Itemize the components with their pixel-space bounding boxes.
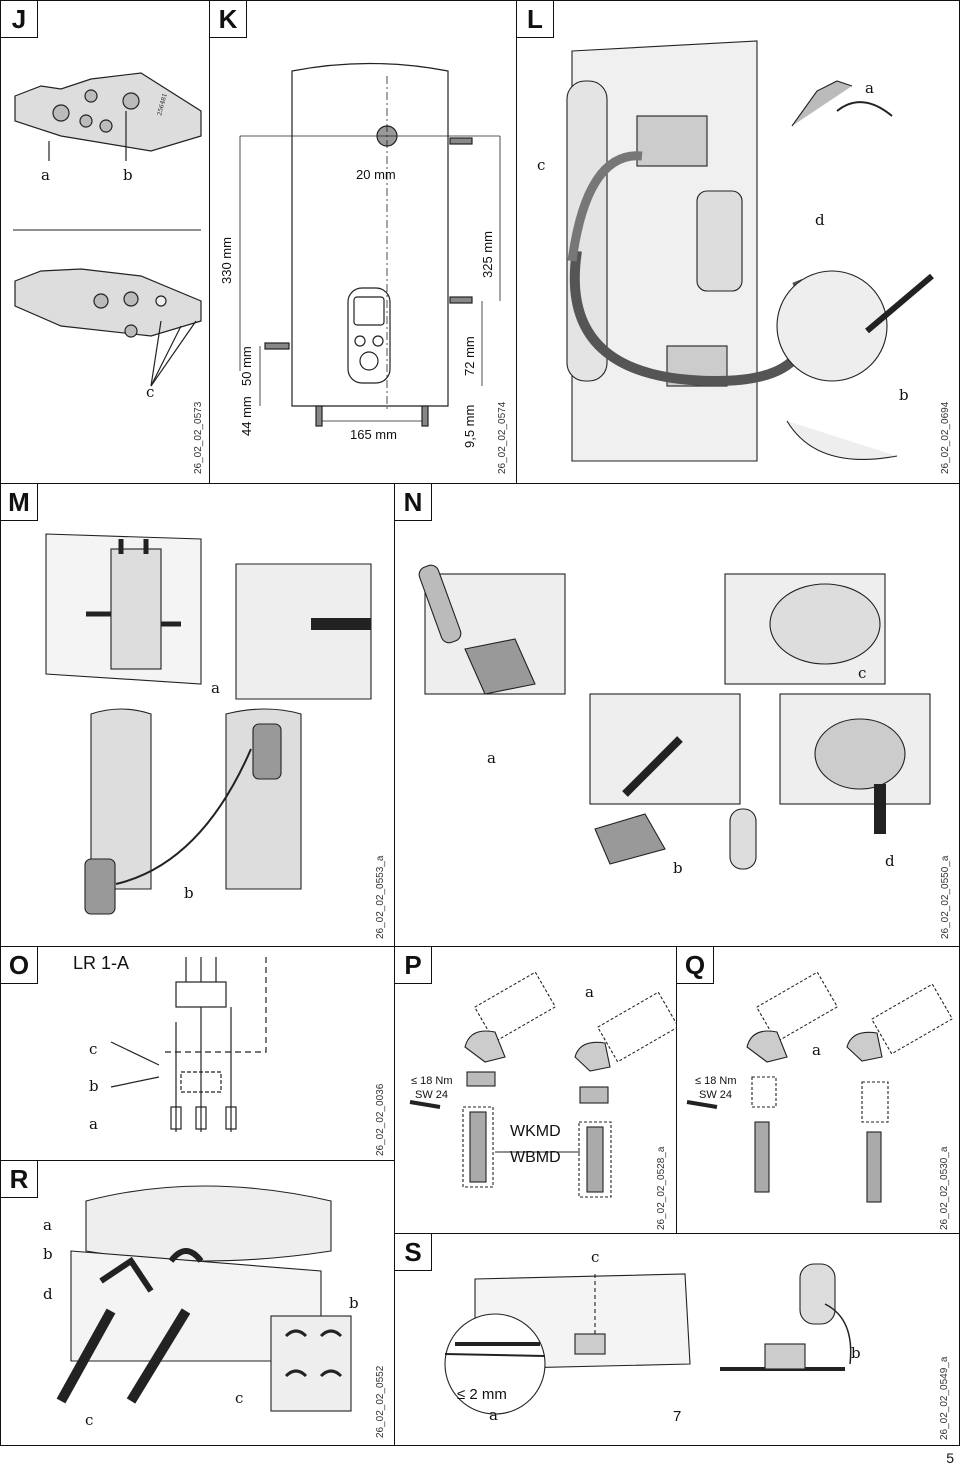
label-a: a — [487, 749, 496, 767]
label-a: a — [812, 1041, 821, 1059]
model-wbmd: WBMD — [510, 1149, 561, 1166]
dim-20mm: 20 mm — [356, 167, 396, 182]
cable-entry-illustration — [418, 564, 931, 870]
dim-44mm: 44 mm — [239, 396, 254, 436]
figure-code: 26_02_02_0530_a — [939, 1146, 950, 1230]
figure-code: 26_02_02_0694 — [940, 401, 951, 474]
panel-tag: R — [1, 1161, 38, 1198]
panel-r: R a b d b c c 26_02_02_0552 — [0, 1160, 395, 1446]
panel-tag: S — [395, 1234, 432, 1271]
wrench-size: SW 24 — [699, 1089, 733, 1101]
label-c: c — [591, 1248, 600, 1266]
dimension-drawing — [239, 62, 501, 427]
label-c: c — [537, 156, 546, 174]
figure-code: 26_02_02_0553_a — [375, 855, 386, 939]
wrench-size: SW 24 — [415, 1089, 449, 1101]
label-b: b — [43, 1245, 53, 1263]
label-b: b — [851, 1344, 861, 1362]
panel-tag: K — [210, 1, 247, 38]
panel-k: K 20 mm 330 mm 325 mm 50 mm 44 mm 72 mm … — [209, 0, 517, 484]
dim-9-5mm: 9,5 mm — [462, 404, 477, 448]
panel-tag: N — [395, 484, 432, 521]
model-wkmd: WKMD — [510, 1123, 561, 1140]
cover-illustration — [45, 533, 372, 915]
figure-code: 26_02_02_0549_a — [939, 1356, 950, 1440]
label-d: d — [43, 1285, 53, 1303]
label-a: a — [43, 1216, 52, 1234]
label-b: b — [89, 1077, 99, 1095]
figure-code: 26_02_02_0573 — [193, 401, 204, 474]
label-d: d — [815, 211, 825, 229]
label-a: a — [41, 166, 50, 184]
panel-n: N a b c d 26_02_02_0550_a — [394, 483, 960, 947]
dim-72mm: 72 mm — [462, 336, 477, 376]
label-c-right: c — [235, 1389, 244, 1407]
figure-code: 26_02_02_0552 — [375, 1365, 386, 1438]
panel-tag: P — [395, 947, 432, 984]
torque-label: ≤ 18 Nm — [695, 1075, 737, 1087]
label-b: b — [123, 166, 133, 184]
water-connection-wb — [686, 971, 954, 1203]
figure-code: 26_02_02_0574 — [497, 401, 508, 474]
panel-p: P ≤ 18 Nm SW 24 WKMD WBMD a 26_02_02_052… — [394, 946, 677, 1234]
panel-tag: Q — [677, 947, 714, 984]
figure-code: 26_02_02_0550_a — [940, 855, 951, 939]
label-b: b — [673, 859, 683, 877]
label-a: a — [865, 79, 874, 97]
label-a: a — [585, 983, 594, 1001]
water-connection-wk — [409, 971, 676, 1198]
panel-q: Q ≤ 18 Nm SW 24 a 26_02_02_0530_a — [676, 946, 960, 1234]
panel-tag: J — [1, 1, 38, 38]
diagram-title: LR 1-A — [73, 953, 130, 973]
panel-tag: L — [517, 1, 554, 38]
label-a: a — [489, 1406, 498, 1424]
panel-m: M a b 26_02_02_0553_a — [0, 483, 395, 947]
circuit-diagram — [110, 957, 267, 1132]
dim-165mm: 165 mm — [350, 427, 397, 442]
panel-tag: O — [1, 947, 38, 984]
label-d: d — [885, 852, 895, 870]
bracket-illustration — [13, 72, 202, 387]
panel-l: L a b c d 26_02_02_0694 — [516, 0, 960, 484]
dim-330mm: 330 mm — [219, 237, 234, 284]
cover-closing-illustration — [56, 1185, 352, 1412]
wiring-illustration — [566, 40, 934, 462]
dim-50mm: 50 mm — [239, 346, 254, 386]
label-c: c — [85, 1411, 94, 1429]
part-number-7: 7 — [673, 1408, 682, 1425]
label-b: b — [184, 884, 194, 902]
panel-s: S c ≤ 2 mm a 7 b 26_02_02_0549_a — [394, 1233, 960, 1446]
figure-code: 26_02_02_0528_a — [656, 1146, 667, 1230]
panel-tag: M — [1, 484, 38, 521]
dim-325mm: 325 mm — [480, 231, 495, 278]
label-c: c — [146, 383, 155, 401]
gap-dimension: ≤ 2 mm — [457, 1386, 507, 1403]
panel-o: O LR 1-A c b a 26_02_02_0036 — [0, 946, 395, 1161]
label-a: a — [89, 1115, 98, 1133]
torque-label: ≤ 18 Nm — [411, 1075, 453, 1087]
label-a: a — [211, 679, 220, 697]
figure-code: 26_02_02_0036 — [375, 1083, 386, 1156]
label-b: b — [899, 386, 909, 404]
label-c: c — [858, 664, 867, 682]
label-c: c — [89, 1040, 98, 1058]
label-b-right: b — [349, 1294, 359, 1312]
cover-fixing-illustration — [444, 1263, 852, 1415]
panel-j: J 256481 a b c 26_02_02_0573 — [0, 0, 210, 484]
page-number: 5 — [946, 1450, 954, 1466]
